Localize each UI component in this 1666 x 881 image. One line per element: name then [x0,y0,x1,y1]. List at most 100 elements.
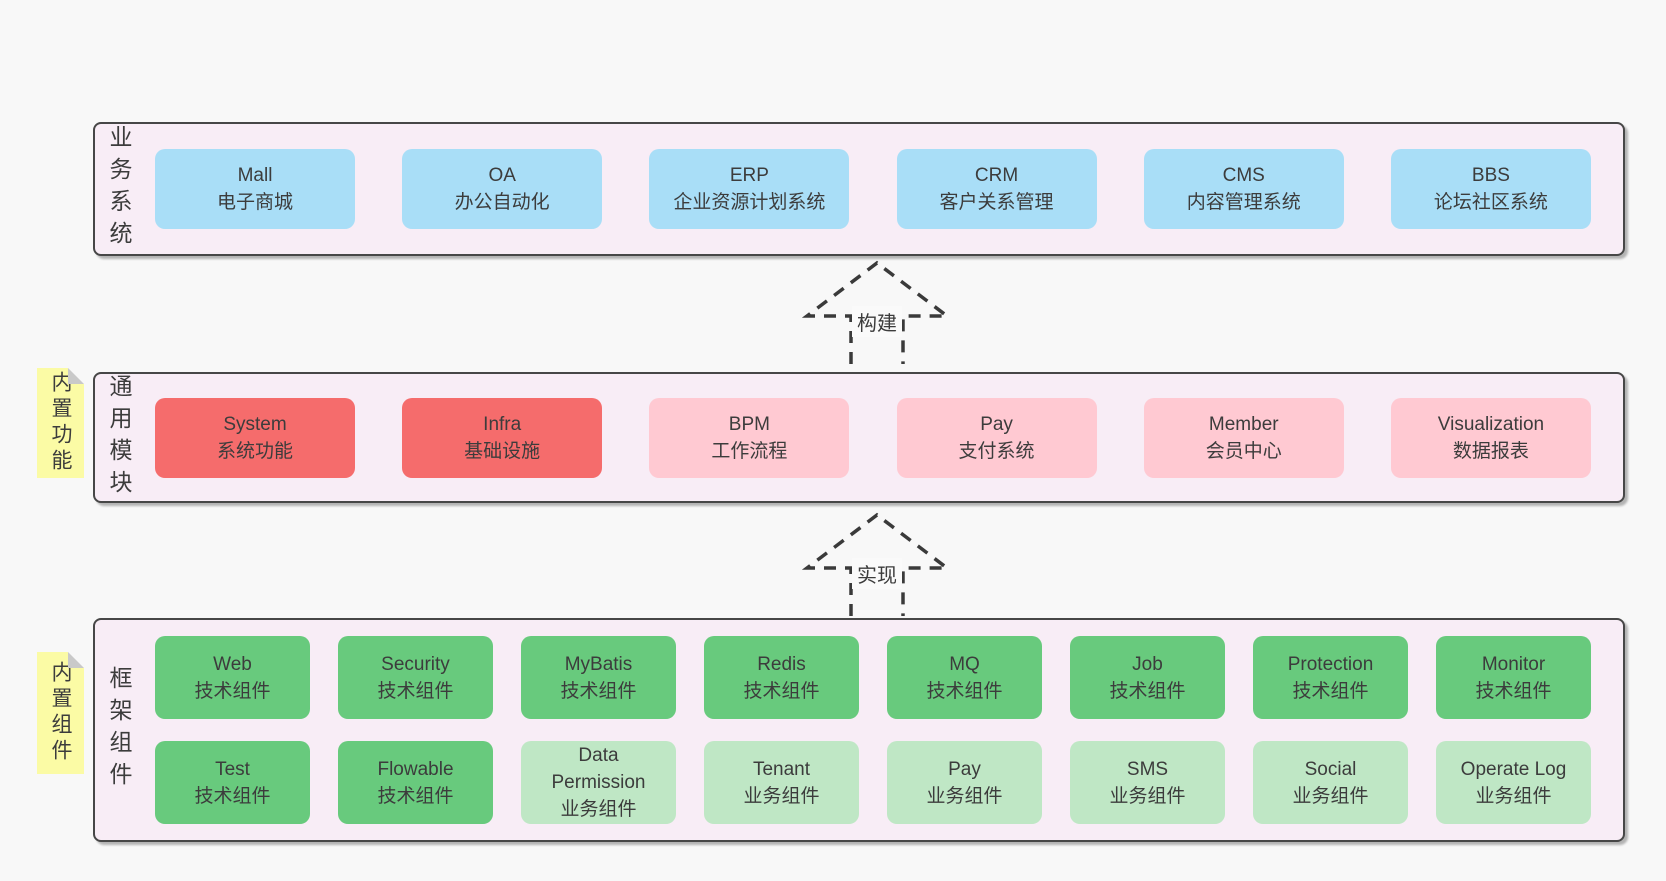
box-title: CMS [1222,165,1265,186]
box-bpm: BPM 工作流程 [649,397,850,478]
arrow-build-label: 构建 [852,306,902,337]
box-row: Mall 电子商城 OA 办公自动化 ERP 企业资源计划系统 CRM 客户关系管理 CMS 内容… [155,149,1591,229]
box-title: Data Permission [551,745,646,793]
box-title: Flowable [377,758,454,780]
note-built-in-components: 内置组件 [37,652,84,774]
box-subtitle: 基础设施 [464,440,541,462]
note-built-in-features: 内置功能 [37,368,84,478]
box-test: Test 技术组件 [155,741,310,824]
box-subtitle: 电子商城 [216,192,293,213]
box-subtitle: 数据报表 [1452,440,1529,462]
box-subtitle: 技术组件 [1109,680,1186,702]
box-pay: Pay 支付系统 [896,397,1097,478]
box-title: SMS [1126,758,1169,780]
box-subtitle: 工作流程 [711,440,788,462]
box-infra: Infra 基础设施 [402,397,603,478]
box-subtitle: 业务组件 [926,785,1003,807]
box-flowable: Flowable 技术组件 [338,741,493,824]
box-subtitle: 技术组件 [194,785,271,807]
box-title: Infra [483,413,522,435]
arrow-up-icon [802,260,952,364]
box-job: Job 技术组件 [1070,636,1225,719]
box-subtitle: 技术组件 [194,680,271,702]
box-title: MyBatis [564,653,633,675]
box-subtitle: 技术组件 [377,680,454,702]
box-oa: OA 办公自动化 [402,149,603,229]
box-subtitle: 企业资源计划系统 [673,192,826,213]
box-title: Tenant [752,758,811,780]
box-title: Monitor [1481,653,1546,675]
arrow-build: 构建 [802,260,952,366]
box-subtitle: 技术组件 [560,680,637,702]
box-subtitle: 业务组件 [1475,785,1552,807]
box-row: Test 技术组件 Flowable 技术组件 Data Permission 业务组件 T… [155,741,1591,824]
box-pay: Pay 业务组件 [887,741,1042,824]
arrow-implement: 实现 [802,512,952,618]
box-bbs: BBS 论坛社区系统 [1390,149,1591,229]
box-title: Test [215,758,250,780]
box-title: Operate Log [1460,758,1567,780]
box-subtitle: 论坛社区系统 [1433,192,1548,213]
box-subtitle: 技术组件 [377,785,454,807]
section-common-modules-label: 通用模块 [106,373,132,502]
box-erp: ERP 企业资源计划系统 [649,149,850,229]
box-subtitle: 系统功能 [216,440,293,462]
box-security: Security 技术组件 [338,636,493,719]
box-title: Web [213,653,252,675]
box-monitor: Monitor 技术组件 [1436,636,1591,719]
box-subtitle: 内容管理系统 [1186,192,1301,213]
box-title: Social [1304,758,1357,780]
box-title: Job [1132,653,1163,675]
business-boxes-grid: Mall 电子商城 OA 办公自动化 ERP 企业资源计划系统 CRM 客户关系管理 CMS 内容… [155,149,1591,229]
box-mybatis: MyBatis 技术组件 [521,636,676,719]
box-crm: CRM 客户关系管理 [896,149,1097,229]
box-title: Visualization [1437,413,1545,435]
box-subtitle: 业务组件 [1109,785,1186,807]
box-cms: CMS 内容管理系统 [1143,149,1344,229]
box-title: OA [488,165,516,186]
note-built-in-features-label: 内置功能 [49,371,72,475]
box-title: Member [1208,413,1279,435]
box-title: Protection [1287,653,1374,675]
box-mall: Mall 电子商城 [155,149,355,229]
arrow-up-icon [802,512,952,616]
box-subtitle: 业务组件 [743,785,820,807]
box-operate-log: Operate Log 业务组件 [1436,741,1591,824]
box-title: BPM [728,413,770,435]
arrow-implement-label: 实现 [852,558,902,589]
box-title: Pay [980,413,1013,435]
box-subtitle: 支付系统 [958,440,1035,462]
box-title: Security [381,653,450,675]
box-protection: Protection 技术组件 [1253,636,1408,719]
box-subtitle: 技术组件 [743,680,820,702]
section-business-label: 业务系统 [106,125,132,253]
box-title: CRM [974,165,1019,186]
box-title: Pay [948,758,981,780]
box-sms: SMS 业务组件 [1070,741,1225,824]
box-title: MQ [949,653,980,675]
box-title: Mall [237,165,273,186]
box-subtitle: 技术组件 [1292,680,1369,702]
box-web: Web 技术组件 [155,636,310,719]
box-social: Social 业务组件 [1253,741,1408,824]
box-subtitle: 技术组件 [1475,680,1552,702]
box-subtitle: 业务组件 [1292,785,1369,807]
box-subtitle: 办公自动化 [454,192,550,213]
box-mq: MQ 技术组件 [887,636,1042,719]
note-built-in-components-label: 内置组件 [49,661,72,765]
box-subtitle: 业务组件 [560,799,637,820]
box-title: ERP [729,165,769,186]
box-title: BBS [1471,165,1510,186]
box-subtitle: 技术组件 [926,680,1003,702]
box-subtitle: 客户关系管理 [939,192,1054,213]
